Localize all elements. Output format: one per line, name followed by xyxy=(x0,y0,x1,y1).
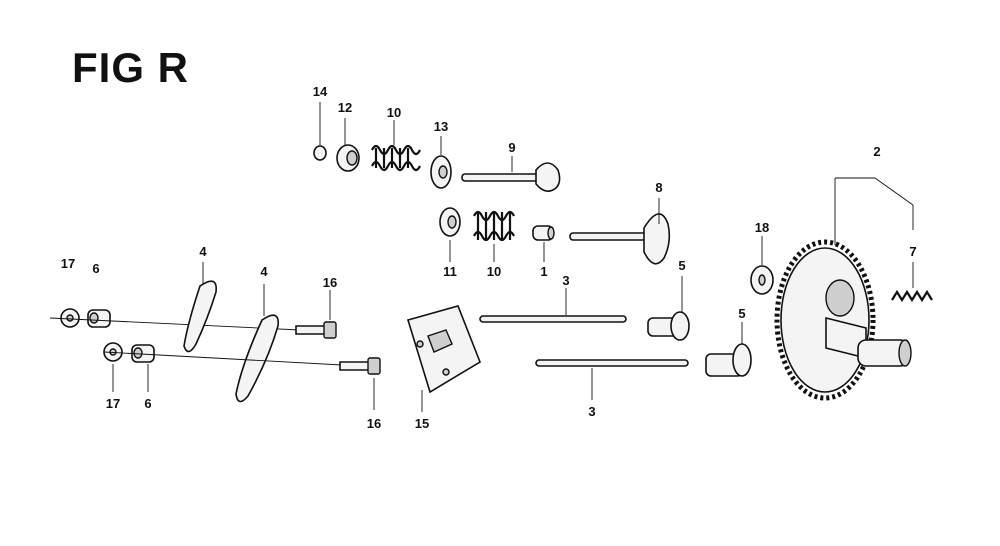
callout-11: 11 xyxy=(443,264,457,279)
callout-5-upper: 5 xyxy=(678,258,685,273)
callout-9: 9 xyxy=(508,140,515,155)
callout-1: 1 xyxy=(540,264,547,279)
callout-16-lower: 16 xyxy=(367,416,381,431)
part-17-nut-lower xyxy=(103,342,123,392)
callout-10-upper: 10 xyxy=(387,105,401,120)
callout-13: 13 xyxy=(434,119,448,134)
part-9-intake-valve xyxy=(461,156,561,192)
part-5-tappet-lower xyxy=(705,322,752,377)
part-10-valve-spring-upper xyxy=(371,120,421,172)
part-1-valve-stem-seal xyxy=(532,225,555,262)
part-6-pivot-upper xyxy=(87,309,111,328)
part-4-rocker-arm-lower xyxy=(235,284,279,403)
part-2-camshaft-assembly xyxy=(774,177,914,401)
callout-17-upper: 17 xyxy=(61,256,75,271)
callout-3-upper: 3 xyxy=(562,273,569,288)
callout-2: 2 xyxy=(873,144,880,159)
callout-7: 7 xyxy=(909,244,916,259)
callout-17-lower: 17 xyxy=(106,396,120,411)
part-4-rocker-arm-upper xyxy=(183,262,217,353)
callout-4-right: 4 xyxy=(260,264,268,279)
part-3-push-rod-lower xyxy=(535,359,689,400)
part-13-spring-seat xyxy=(430,136,452,189)
part-5-tappet-upper xyxy=(647,276,690,341)
callout-15: 15 xyxy=(415,416,429,431)
part-12-spring-retainer xyxy=(336,118,360,172)
part-15-guide-plate xyxy=(406,305,481,412)
callout-14: 14 xyxy=(313,84,328,99)
part-17-nut-upper xyxy=(60,308,80,328)
callout-8: 8 xyxy=(655,180,662,195)
part-16-stud-lower xyxy=(339,357,381,410)
part-11-spring-seat xyxy=(439,207,461,262)
part-8-exhaust-valve xyxy=(569,198,671,265)
part-10-valve-spring-lower xyxy=(473,210,515,262)
part-14-valve-keeper xyxy=(313,102,327,161)
part-3-push-rod-upper xyxy=(479,288,627,323)
callout-6-lower: 6 xyxy=(144,396,151,411)
callout-4-left: 4 xyxy=(199,244,207,259)
figure-title: FIG R xyxy=(72,44,189,91)
part-7-spring xyxy=(891,262,933,303)
axis-line-lower xyxy=(103,351,361,367)
callout-3-lower: 3 xyxy=(588,404,595,419)
callout-12: 12 xyxy=(338,100,352,115)
callout-10-lower: 10 xyxy=(487,264,501,279)
part-6-pivot-lower xyxy=(131,344,155,392)
part-16-stud-upper xyxy=(295,290,337,339)
callout-6-upper: 6 xyxy=(92,261,99,276)
part-18-washer xyxy=(750,236,774,295)
callout-5-lower: 5 xyxy=(738,306,745,321)
callout-16-upper: 16 xyxy=(323,275,337,290)
callout-18: 18 xyxy=(755,220,769,235)
